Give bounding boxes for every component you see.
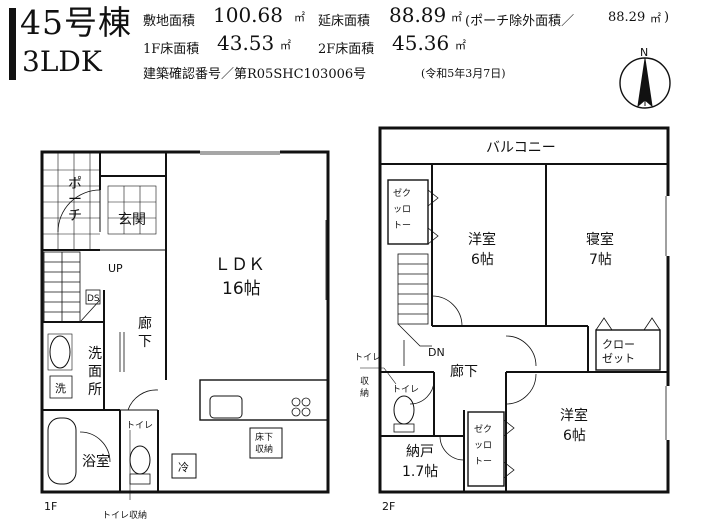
floor1-area-unit: ㎡ — [280, 39, 291, 52]
toilet-label-1f: トイレ — [126, 421, 153, 431]
compass-north-icon — [619, 57, 671, 109]
floor-area-value: 88.89 — [389, 3, 447, 27]
floor-area-unit: ㎡ — [451, 11, 462, 24]
western-room2-label: 洋室 — [560, 407, 588, 424]
stairs-2f — [397, 253, 432, 347]
stairs-1f — [43, 251, 101, 323]
entrance-tile-grid — [107, 185, 157, 235]
compass-label: N — [640, 46, 648, 59]
porch-label-2: ー — [68, 192, 82, 208]
underfloor-label-1: 床下 — [255, 431, 273, 443]
permit-number: 建築確認番号／第R05SHC103006号 — [143, 67, 367, 82]
floor1-area-value: 43.53 — [217, 31, 275, 55]
closet2-label-1: ゼク — [474, 423, 492, 435]
porch-label-3: チ — [68, 208, 82, 224]
washroom-label-3: 所 — [88, 382, 102, 398]
washer-label: 洗 — [55, 382, 66, 395]
toilet-label-2f: トイレ — [392, 385, 419, 395]
floor1-area-label: 1F床面積 — [143, 42, 200, 57]
ldk-label: ＬＤＫ — [214, 255, 265, 275]
porch-note-post: ) — [664, 10, 670, 25]
closet-long-label-2: ゼット — [602, 352, 635, 365]
toilet-storage-2f-2: 収 — [360, 375, 369, 387]
closet-long-label-1: クロー — [602, 338, 635, 351]
floor2-label: 2F — [382, 500, 395, 513]
unit-name: 45号棟 — [20, 3, 132, 42]
site-area-value: 100.68 — [213, 3, 283, 27]
entrance-label: 玄関 — [118, 211, 146, 228]
western-room2-size: 6帖 — [563, 428, 586, 444]
underfloor-label-2: 収納 — [255, 443, 273, 455]
balcony-label: バルコニー — [486, 140, 556, 156]
storage-label: 納戸 — [406, 444, 434, 460]
hallway-label-1: 廊 — [138, 315, 152, 332]
ldk-size: 16帖 — [222, 279, 261, 299]
washroom-label-1: 洗 — [88, 346, 102, 362]
toilet-storage-2f-3: 納 — [360, 387, 369, 399]
floor2-plan — [360, 126, 670, 494]
hallway-2f-label: 廊下 — [450, 363, 478, 380]
closet2-label-2: ッロ — [474, 441, 492, 451]
site-area-label: 敷地面積 — [143, 14, 196, 29]
western-room-label: 洋室 — [468, 231, 496, 248]
porch-tile-grid — [42, 152, 100, 250]
closet1-label-1: ゼク — [393, 187, 411, 199]
toilet-storage-label-1f: トイレ収納 — [102, 509, 147, 521]
western-room-size: 6帖 — [471, 252, 494, 268]
dn-label: DN — [428, 346, 445, 359]
bedroom-size: 7帖 — [589, 252, 612, 268]
toilet-storage-2f-1: トイレ — [354, 353, 381, 363]
porch-note-pre: (ポーチ除外面積／ — [465, 14, 575, 29]
washroom-label-2: 面 — [88, 364, 102, 380]
storage-size: 1.7帖 — [402, 464, 438, 480]
floor2-area-label: 2F床面積 — [318, 42, 375, 57]
floor2-area-unit: ㎡ — [455, 39, 466, 52]
closet1-label-3: トー — [393, 221, 411, 231]
porch-note-unit: ㎡ — [650, 12, 661, 25]
fridge-label: 冷 — [178, 461, 189, 474]
porch-note-value: 88.29 — [608, 10, 646, 25]
floor-area-label: 延床面積 — [318, 14, 371, 29]
hallway-label-2: 下 — [138, 334, 152, 350]
up-label: UP — [108, 262, 123, 275]
closet1-label-2: ッロ — [393, 205, 411, 215]
site-area-unit: ㎡ — [294, 11, 305, 24]
floor2-area-value: 45.36 — [392, 31, 450, 55]
bathroom-label: 浴室 — [82, 453, 110, 470]
closet2-label-3: トー — [474, 457, 492, 467]
permit-date: (令和5年3月7日) — [421, 67, 506, 80]
floor1-label: 1F — [44, 500, 57, 513]
title-accent-bar — [9, 8, 16, 80]
ds-label: DS — [87, 294, 100, 304]
bedroom-label: 寝室 — [586, 231, 614, 248]
porch-label-1: ポ — [68, 176, 82, 192]
floor1-plan — [40, 150, 330, 500]
layout-type: 3LDK — [22, 45, 102, 78]
